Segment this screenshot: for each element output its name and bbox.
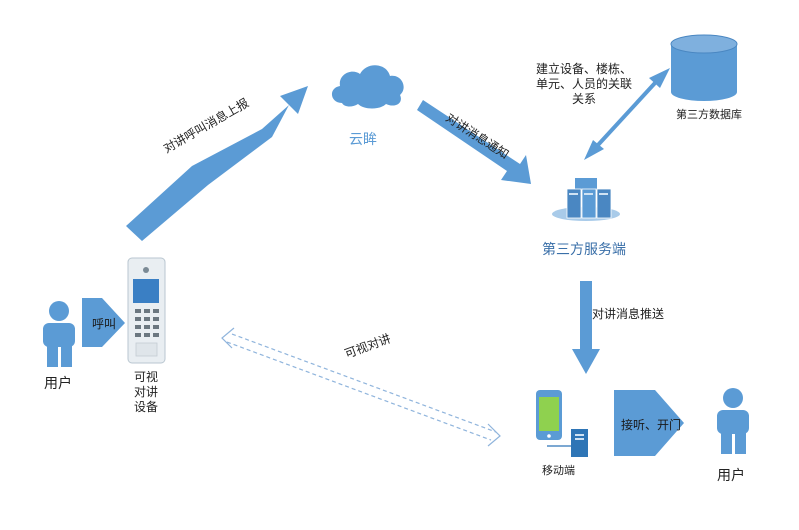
db-link-line xyxy=(596,81,657,147)
video-intercom-link xyxy=(221,327,501,447)
user-right-label: 用户 xyxy=(717,468,745,484)
cloud-icon xyxy=(331,65,404,109)
report-arrow xyxy=(126,86,308,241)
cloud-label: 云眸 xyxy=(349,132,377,148)
answer-open-label: 接听、开门 xyxy=(621,418,682,432)
mobile-icon xyxy=(536,390,588,457)
intercom-device-icon xyxy=(127,257,166,364)
call-label: 呼叫 xyxy=(92,317,117,331)
user-left-icon xyxy=(43,301,75,367)
intercom-device-label: 可视 对讲 设备 xyxy=(133,370,158,414)
mobile-label: 移动端 xyxy=(542,464,575,477)
push-arrow xyxy=(572,281,600,374)
db-link-head-top xyxy=(649,68,670,88)
answer-open-shape xyxy=(614,390,684,456)
notify-arrow xyxy=(417,100,531,184)
db-relation-label: 建立设备、楼栋、 单元、人员的关联 关系 xyxy=(535,62,632,106)
third-party-db-label: 第三方数据库 xyxy=(676,108,742,121)
user-left-label: 用户 xyxy=(44,376,72,392)
server-icon xyxy=(552,178,620,221)
third-party-server-label: 第三方服务端 xyxy=(542,242,626,258)
push-label: 对讲消息推送 xyxy=(592,307,665,321)
user-right-icon xyxy=(717,388,749,454)
db-link-head-bottom xyxy=(584,140,604,160)
call-shape xyxy=(82,298,125,347)
database-icon xyxy=(670,34,738,101)
